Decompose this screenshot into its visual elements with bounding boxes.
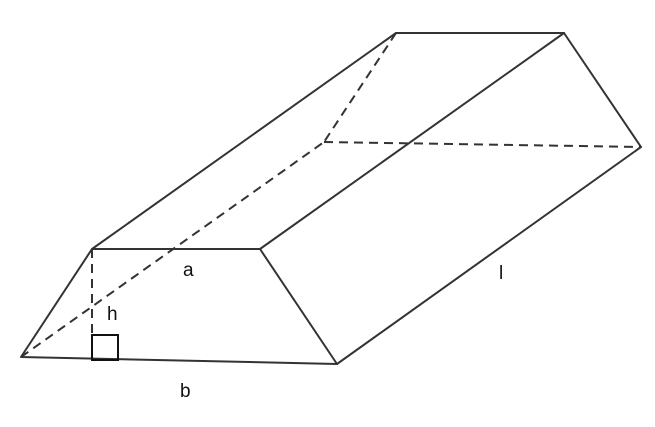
edge-bottom-right-length	[336, 146, 642, 365]
visible-edges	[20, 32, 642, 365]
label-b: b	[180, 381, 191, 402]
hidden-edge-back-bottom	[323, 141, 642, 148]
label-a: a	[183, 260, 194, 281]
edge-back-right-slant	[563, 32, 642, 148]
label-l: l	[499, 263, 503, 284]
edge-top-right-length	[259, 32, 565, 250]
edge-top-left-length	[91, 32, 397, 250]
front-trapezoid-face	[20, 248, 338, 365]
hidden-edge-back-left-top	[323, 32, 397, 143]
right-angle-marker	[91, 334, 119, 361]
label-h: h	[107, 304, 118, 325]
